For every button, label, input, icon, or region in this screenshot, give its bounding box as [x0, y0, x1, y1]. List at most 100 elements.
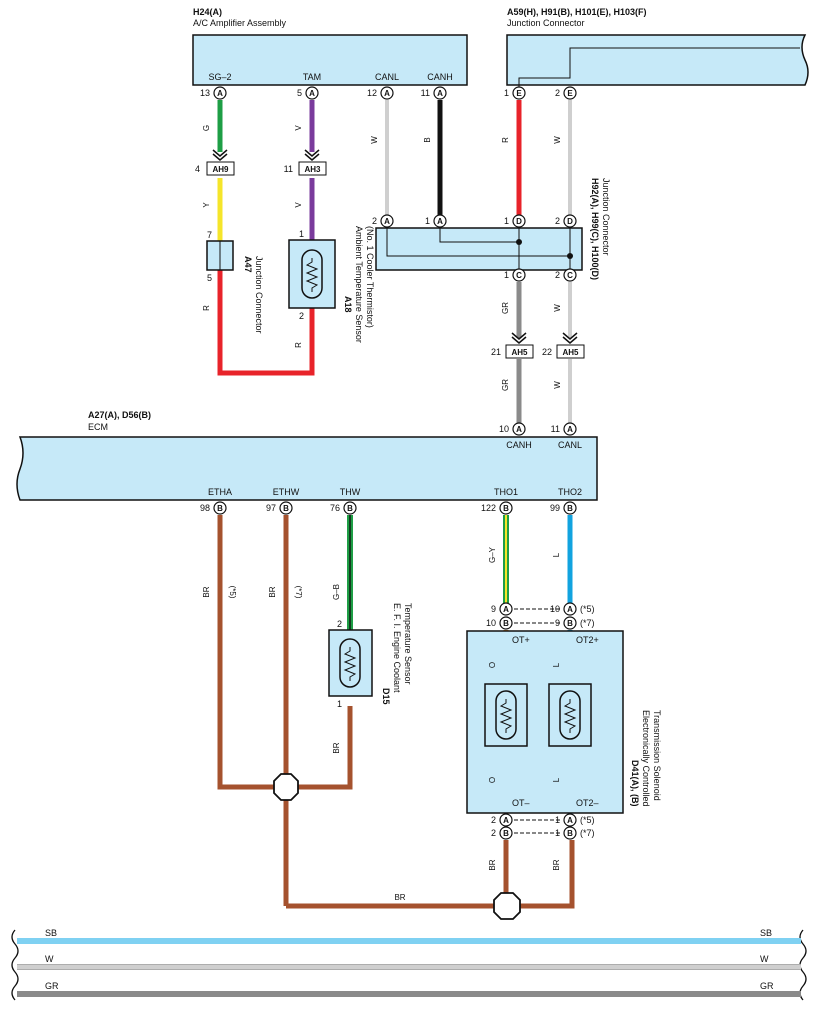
- pin-connector-letter: D: [567, 217, 573, 226]
- pin-circle: [305, 86, 319, 100]
- ah5a-pin: 21: [491, 347, 501, 357]
- ecm-name: ECM: [88, 422, 108, 432]
- bus-label-gr-left: GR: [45, 981, 59, 991]
- pin-connector-letter: A: [384, 217, 390, 226]
- ecm-sig-etha: ETHA: [208, 487, 232, 497]
- pin-circle: [499, 826, 513, 840]
- ah9-chevron-icon: [212, 149, 228, 157]
- d41-code: D41(A), (B): [630, 760, 640, 807]
- pin-number: 2: [555, 88, 560, 98]
- variant-note: (*7): [294, 586, 303, 599]
- d15-resistor-icon: [343, 647, 357, 681]
- pin-circle: [433, 86, 447, 100]
- pin-number: 99: [550, 503, 560, 513]
- splice-octagon-2: [493, 892, 521, 920]
- pin-circle: [512, 86, 526, 100]
- pin-number: 97: [266, 503, 276, 513]
- wire-color-label: B: [423, 137, 432, 142]
- pin-number: 1: [504, 88, 509, 98]
- pin-circle: [213, 86, 227, 100]
- pin-connector-letter: B: [503, 619, 509, 628]
- ah9-chevron-icon-2: [212, 153, 228, 161]
- pin-connector-letter: D: [516, 217, 522, 226]
- pin-number: 2: [555, 216, 560, 226]
- wire-color-label: W: [553, 136, 562, 144]
- wire-color-label: O: [488, 777, 497, 783]
- pin-connector-letter: A: [567, 816, 573, 825]
- pin-connector-letter: A: [309, 89, 315, 98]
- h24-name: A/C Amplifier Assembly: [193, 18, 287, 28]
- d15-element: [339, 638, 361, 688]
- a18-resistor-icon: [305, 258, 319, 292]
- h24-sig-sg2: SG–2: [208, 72, 231, 82]
- wire-color-label: W: [553, 304, 562, 312]
- ah3-chevron-icon-2: [304, 153, 320, 161]
- pin-connector-letter: A: [503, 605, 509, 614]
- ah5a-chevron-icon-2: [511, 336, 527, 344]
- pin-number: 1: [337, 699, 342, 709]
- variant-note: (*5): [580, 815, 595, 825]
- pin-number: 98: [200, 503, 210, 513]
- connector-ah5-b: AH5 22: [542, 332, 585, 359]
- h24-sig-canl: CANL: [375, 72, 399, 82]
- pin-connector-letter: A: [217, 89, 223, 98]
- wire-color-label: BR: [332, 742, 341, 753]
- ah9-pin: 4: [195, 164, 200, 174]
- pin-connector-letter: A: [567, 605, 573, 614]
- pin-circle: [563, 616, 577, 630]
- wire-color-label: BR: [552, 859, 561, 870]
- connector-ah5-a: AH5 21: [491, 332, 534, 359]
- bus-label-w-right: W: [760, 954, 769, 964]
- h24-sig-tam: TAM: [303, 72, 321, 82]
- ah5b-chevron-icon: [562, 332, 578, 340]
- bus-lines: SB SB W W GR GR: [11, 928, 807, 1001]
- pin-circle: [563, 86, 577, 100]
- pin-number: 11: [421, 88, 430, 98]
- ah5b-box: [556, 344, 585, 359]
- pin-number: 10: [486, 618, 496, 628]
- pin-connector-letter: A: [384, 89, 390, 98]
- wire-br-ground: [286, 840, 575, 909]
- variant-note: (*5): [580, 604, 595, 614]
- wire-color-label: R: [202, 305, 211, 311]
- pin-number: 2: [372, 216, 377, 226]
- ecm-sig-canh: CANH: [506, 440, 532, 450]
- pin-number: 122: [481, 503, 496, 513]
- pin-connector-letter: B: [503, 504, 509, 513]
- pin-number: 10: [499, 424, 509, 434]
- wire-color-label: R: [294, 342, 303, 348]
- ah9-label: AH9: [212, 165, 229, 174]
- pin-connector-letter: B: [503, 829, 509, 838]
- jc-top-name: Junction Connector: [507, 18, 585, 28]
- a47-name: Junction Connector: [254, 256, 264, 334]
- pin-circle: [213, 501, 227, 515]
- wire-red-loop: [217, 270, 315, 376]
- pin-connector-letter: B: [567, 619, 573, 628]
- h92-splice-1: [516, 239, 522, 245]
- wire-color-label: R: [501, 137, 510, 143]
- pin-circle: [499, 602, 513, 616]
- ah5a-label: AH5: [511, 348, 528, 357]
- wire-etha-brown: [217, 515, 286, 790]
- d41-name: Electronically Controlled: [641, 710, 651, 807]
- a18-code: A18: [343, 296, 353, 313]
- pin-circle: [563, 214, 577, 228]
- h92-name: Junction Connector: [601, 178, 611, 256]
- d41-resistor-icon-2: [563, 699, 577, 733]
- pin-circle: [563, 268, 577, 282]
- pin-connector-letter: C: [567, 271, 573, 280]
- d41-ot2-minus: OT2–: [576, 798, 599, 808]
- pin-number: 2: [299, 311, 304, 321]
- ecm-sig-thw: THW: [340, 487, 361, 497]
- pin-number: 2: [491, 828, 496, 838]
- pin-connector-letter: A: [437, 217, 443, 226]
- d41-sub: Transmission Solenoid: [652, 710, 662, 801]
- ah3-chevron-icon: [304, 149, 320, 157]
- wire-color-label: Y: [202, 202, 211, 208]
- bus-label-sb-right: SB: [760, 928, 772, 938]
- wire-color-label: L: [552, 777, 561, 782]
- connector-ah3: AH3 11: [284, 149, 327, 176]
- connector-ah9: AH9 4: [195, 149, 235, 176]
- wire-color-label: G–B: [332, 584, 341, 600]
